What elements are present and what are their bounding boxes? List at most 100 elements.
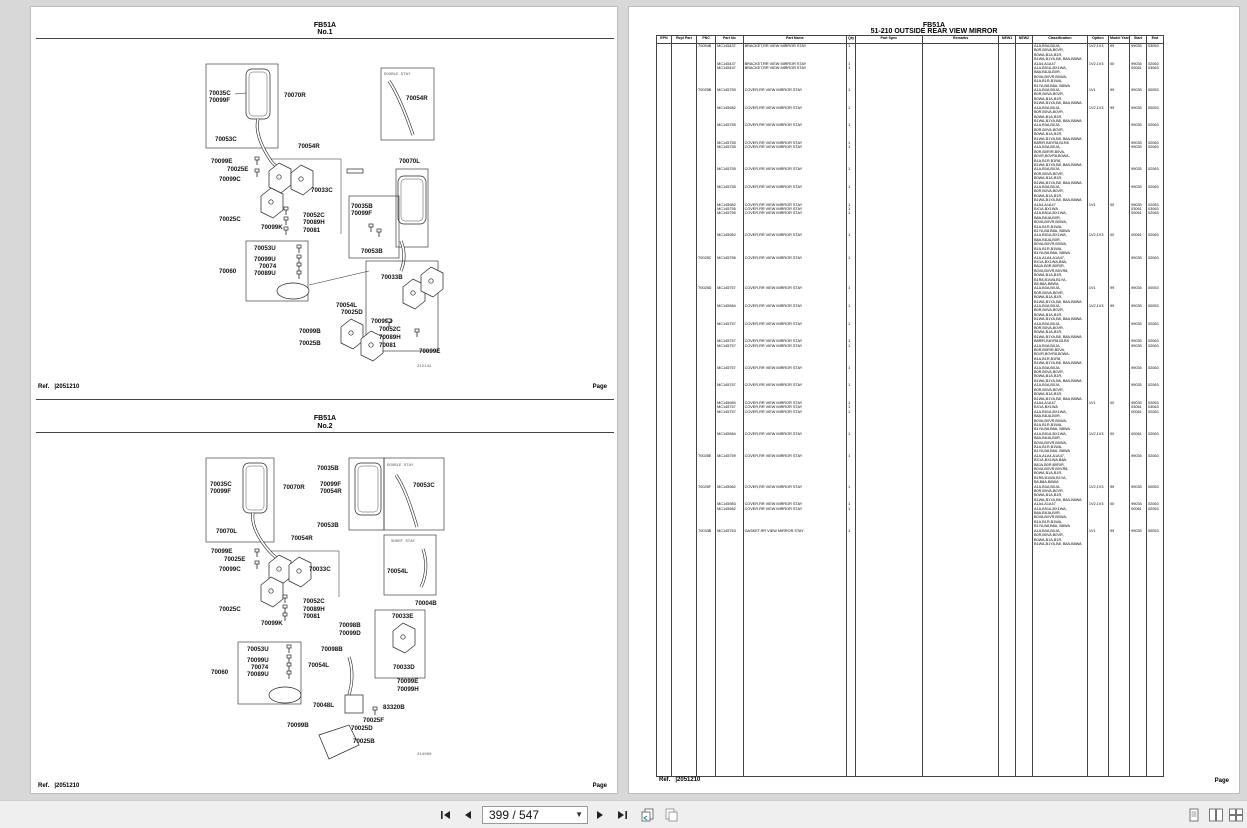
bracket-hole	[296, 568, 302, 574]
callout-label: 70099B	[287, 722, 309, 729]
page-number-input[interactable]: 399 / 547 ▼	[482, 806, 588, 824]
cell-qty: 1	[846, 88, 856, 106]
cell-end: 02063	[1146, 431, 1164, 454]
cell-start: 99033	[1129, 105, 1147, 124]
single-page-view-button[interactable]	[1186, 807, 1202, 823]
callout-label: 70054R	[291, 535, 313, 542]
cell-end: 00053	[1146, 528, 1164, 547]
cell-model-year	[1107, 321, 1131, 340]
cell-qty: 1	[846, 105, 856, 124]
cell-qty: 1	[846, 185, 856, 203]
cell-empty	[670, 105, 698, 124]
cell-pnc: 70025B	[696, 88, 717, 106]
cell-pnc: 70025E	[696, 453, 717, 485]
cell-empty	[1015, 167, 1033, 185]
cell-start: 99033 00061	[1129, 61, 1147, 89]
cell-start: 99033	[1129, 123, 1147, 141]
sheet-rule	[36, 432, 614, 433]
cell-empty	[854, 185, 924, 203]
cell-start: 99033	[1129, 365, 1147, 384]
cell-empty	[1015, 303, 1033, 322]
cell-empty	[854, 453, 924, 485]
bracket-hole	[348, 330, 354, 336]
ref-label: Ref. |2051210	[659, 777, 701, 783]
callout-label: 70053U	[247, 646, 269, 653]
bolt-head	[414, 328, 420, 333]
next-page-button[interactable]	[592, 807, 608, 823]
cell-part-no: MC145984 MC145757 MC145757	[715, 400, 744, 432]
cell-option	[1086, 339, 1109, 366]
cell-part-name: COVER,RR VIEW MIRROR STAY	[742, 167, 848, 185]
cell-empty	[998, 453, 1017, 485]
cell-empty	[998, 88, 1017, 106]
cell-empty	[1015, 321, 1033, 340]
column-header: Remarks	[922, 35, 1000, 44]
cell-qty: 1	[846, 453, 856, 485]
cell-empty	[922, 255, 1000, 287]
bolt-head	[254, 156, 260, 161]
forward-button[interactable]	[664, 807, 680, 823]
cell-option	[1086, 255, 1109, 287]
cell-empty	[998, 365, 1017, 384]
facing-pages-view-button[interactable]	[1228, 807, 1244, 823]
callout-label: 70025B	[299, 340, 321, 347]
cell-end: 02063	[1146, 453, 1164, 485]
cell-empty	[742, 546, 848, 778]
cell-pnc	[696, 123, 717, 141]
cell-part-name: COVER,RR VIEW MIRROR STAY	[742, 123, 848, 141]
two-page-view-button[interactable]	[1208, 807, 1224, 823]
cell-empty	[670, 303, 698, 322]
cell-qty: 1 1 1	[846, 400, 856, 432]
back-button[interactable]	[640, 807, 656, 823]
last-page-button[interactable]	[614, 807, 630, 823]
cell-empty	[854, 61, 924, 89]
cell-pnc	[696, 339, 717, 366]
callout-label: 70098B	[339, 622, 361, 629]
cell-part-name: COVER,RR VIEW MIRROR STAY	[742, 431, 848, 454]
cell-empty	[922, 303, 1000, 322]
cell-model-year	[1107, 383, 1131, 401]
callout-label: 70098B	[321, 646, 343, 653]
cell-part-no: MC145755	[715, 167, 744, 185]
callout-label: 70099C	[219, 176, 241, 183]
bolt-head	[283, 206, 289, 211]
cell-empty	[670, 255, 698, 287]
cell-start: 99033 00061	[1129, 502, 1147, 529]
next-page-icon	[597, 811, 603, 819]
single-page-icon	[1189, 808, 1199, 822]
cell-classification: A1A4,A1A47 A1A,B51A,BX1WA, B8A,B8JA,B0R,…	[1031, 502, 1088, 529]
cell-empty	[670, 339, 698, 366]
cell-empty	[998, 321, 1017, 340]
cell-empty	[656, 321, 672, 340]
callout-label: 70048L	[313, 702, 334, 709]
cell-start: 99033	[1129, 286, 1147, 304]
mirror-glass	[245, 465, 265, 511]
callout-label: 70035C	[210, 481, 232, 488]
cell-end: 02063	[1146, 255, 1164, 287]
bolt-head	[386, 318, 392, 323]
cell-part-name: COVER,RR VIEW MIRROR STAY	[742, 321, 848, 340]
cell-model-year: 99	[1107, 88, 1131, 106]
callout-label: 70099F	[320, 481, 341, 488]
cell-classification: B8RIR,B8YR8,B1R8 A1A,B0A,B0JA, B0R,B0RIR…	[1031, 140, 1088, 168]
first-page-button[interactable]	[438, 807, 454, 823]
cell-empty	[1015, 453, 1033, 485]
cell-model-year: 00	[1107, 400, 1131, 432]
cell-empty	[922, 502, 1000, 529]
viewer-toolbar: 399 / 547 ▼	[0, 800, 1247, 828]
cell-classification: A1A,B0A,B0JA, B0R,B0VA,B0VR, B0WA,B1A,B1…	[1031, 43, 1088, 62]
cell-empty	[696, 546, 717, 778]
cell-pnc	[696, 140, 717, 168]
prev-page-button[interactable]	[460, 807, 476, 823]
cell-empty	[656, 303, 672, 322]
cell-qty: 1	[846, 303, 856, 322]
